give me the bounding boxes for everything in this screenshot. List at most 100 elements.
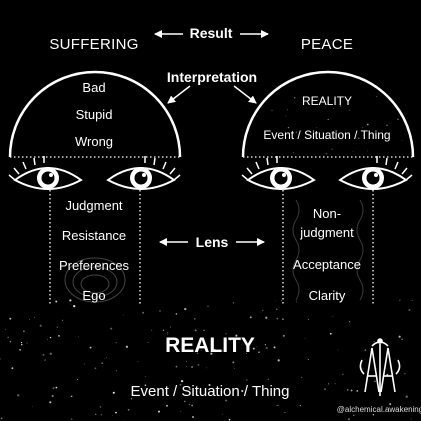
star (49, 401, 52, 404)
star (374, 380, 376, 382)
star (399, 299, 401, 301)
label-result: Result (189, 25, 233, 41)
star (166, 331, 169, 334)
star (228, 418, 231, 421)
star (94, 367, 97, 370)
star (137, 361, 139, 363)
star (112, 391, 115, 394)
star (70, 395, 73, 398)
star (329, 332, 332, 335)
star (162, 329, 164, 331)
star (287, 126, 290, 129)
bottom-subtitle: Event / Situation / Thing (130, 383, 290, 400)
star (235, 334, 238, 337)
star (376, 368, 377, 370)
starfield (0, 95, 413, 421)
star (20, 341, 23, 344)
star (71, 418, 73, 420)
star (69, 299, 72, 302)
star (252, 347, 255, 350)
star (0, 417, 3, 420)
interpretation-arrow-left (167, 85, 191, 104)
star (401, 338, 403, 340)
star (184, 344, 186, 347)
star (271, 109, 273, 112)
star (125, 345, 129, 348)
star (101, 362, 104, 365)
star (301, 376, 303, 378)
label-interpretation: Interpretation (166, 69, 258, 85)
star (332, 316, 334, 317)
star (295, 131, 298, 133)
star (197, 363, 200, 366)
star (277, 404, 279, 406)
dome-left-item-bad: Bad (82, 80, 106, 95)
star (130, 398, 133, 400)
star (307, 358, 309, 361)
star (115, 370, 117, 372)
star (401, 140, 403, 141)
star (70, 304, 72, 305)
star (115, 411, 117, 414)
star (276, 405, 278, 407)
star (247, 349, 249, 351)
lens-left-item-preferences: Preferences (58, 258, 130, 273)
star (206, 367, 207, 369)
star (51, 394, 54, 398)
star (179, 383, 182, 386)
star (349, 109, 351, 111)
star (58, 335, 60, 337)
star (362, 368, 364, 370)
star (232, 302, 235, 304)
star (213, 348, 216, 352)
star (296, 301, 298, 303)
star (49, 336, 52, 339)
star (325, 138, 327, 139)
star (362, 126, 364, 128)
star (405, 395, 408, 398)
star (327, 383, 329, 385)
star (356, 390, 359, 392)
star (276, 317, 279, 320)
lens-right-item-judgment: judgment (300, 225, 354, 240)
star (221, 350, 223, 352)
star (282, 318, 284, 320)
star (208, 383, 211, 387)
star (225, 333, 227, 335)
star (225, 399, 228, 402)
star (273, 346, 276, 349)
star (142, 311, 145, 314)
star (347, 418, 350, 421)
header-peace: PEACE (300, 36, 354, 53)
star (404, 373, 406, 375)
star (89, 346, 92, 349)
star (144, 384, 147, 387)
star (339, 105, 342, 107)
dome-left-item-wrong: Wrong (74, 134, 114, 149)
star (115, 342, 117, 344)
star (233, 368, 235, 370)
star (292, 152, 295, 154)
star (367, 150, 368, 152)
star (194, 318, 196, 320)
star (17, 394, 20, 397)
star (19, 348, 22, 351)
star (191, 415, 195, 419)
star (403, 361, 405, 363)
star (333, 108, 334, 109)
lens-right-item-non: Non- (312, 206, 342, 221)
star (26, 342, 28, 344)
star (264, 344, 266, 346)
star (276, 308, 278, 311)
star (175, 365, 178, 368)
star (73, 304, 76, 308)
star (104, 358, 105, 359)
star (229, 339, 231, 341)
star (408, 308, 411, 312)
lens-left-item-judgment: Judgment (65, 198, 123, 213)
star (376, 95, 378, 98)
star (389, 403, 392, 406)
star (196, 352, 199, 354)
star (169, 326, 172, 328)
star (337, 349, 339, 351)
